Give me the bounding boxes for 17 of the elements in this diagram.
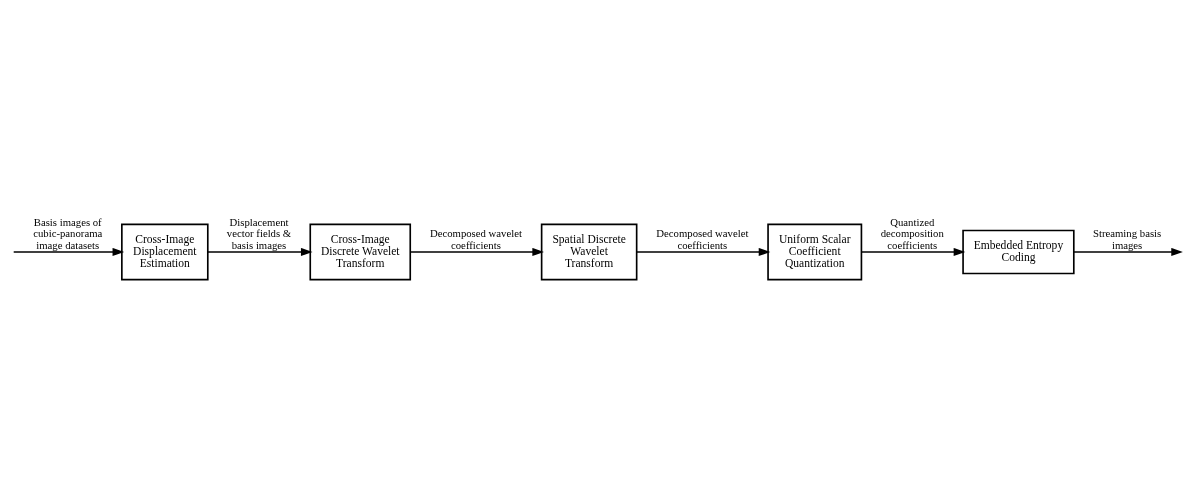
node-box: Embedded Entropy Coding bbox=[962, 229, 1075, 274]
edge-label: Basis images of cubic-panorama image datasets bbox=[33, 215, 103, 251]
arrow bbox=[1073, 247, 1183, 256]
arrow bbox=[636, 247, 771, 256]
node-box: Cross-Image Displacement Estimation bbox=[121, 223, 209, 280]
arrow bbox=[12, 247, 125, 256]
node-box: Spatial Discrete Wavelet Transform bbox=[540, 223, 638, 280]
edge-label: Decomposed wavelet coefficients bbox=[429, 226, 522, 251]
node-box: Cross-Image Discrete Wavelet Transform bbox=[309, 223, 412, 280]
edge-label: Streaming basis images bbox=[1092, 226, 1162, 251]
node-box: Uniform Scalar Coefficient Quantization bbox=[767, 223, 863, 280]
edge-label: Quantized decomposition coefficients bbox=[880, 215, 944, 251]
arrow bbox=[409, 247, 544, 256]
arrow bbox=[207, 247, 313, 256]
edge-label: Displacement vector fields & basis images bbox=[226, 215, 292, 251]
edge-label: Decomposed wavelet coefficients bbox=[656, 226, 749, 251]
arrow bbox=[860, 247, 966, 256]
